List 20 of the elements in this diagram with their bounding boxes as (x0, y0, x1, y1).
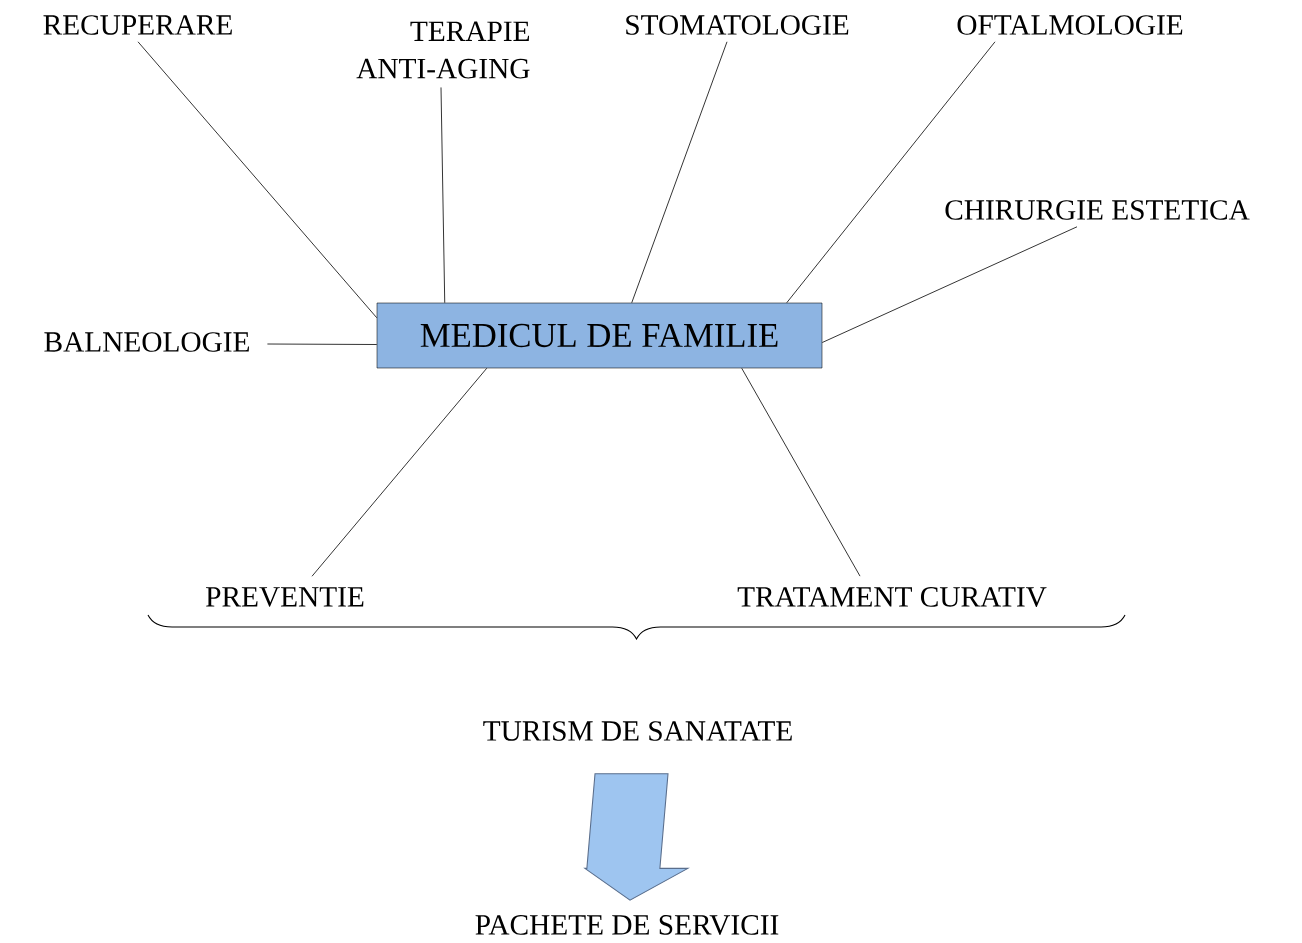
text-label: TRATAMENT CURATIV (737, 587, 1047, 607)
text-label: CHIRURGIE ESTETICA (945, 200, 1250, 220)
connector-line (821, 226, 1078, 343)
block-arrow (583, 773, 690, 901)
highlighted-box: MEDICUL DE FAMILIE (376, 302, 823, 369)
connector-line (267, 343, 378, 345)
text-label: TERAPIE ANTI-AGING (356, 21, 530, 79)
connector-line (786, 41, 996, 304)
connector-line (311, 367, 488, 577)
text-label: TURISM DE SANATATE (483, 721, 792, 741)
connector-line (137, 41, 378, 319)
text-label: RECUPERARE (43, 15, 232, 35)
connector-line (631, 41, 728, 304)
text-label: STOMATOLOGIE (626, 15, 849, 35)
text-label: PACHETE DE SERVICII (475, 915, 779, 935)
text-label: BALNEOLOGIE (44, 332, 249, 352)
text-label: OFTALMOLOGIE (957, 15, 1183, 35)
connector-line (440, 87, 446, 304)
connector-line (741, 367, 861, 577)
text-label: PREVENTIE (206, 587, 364, 607)
